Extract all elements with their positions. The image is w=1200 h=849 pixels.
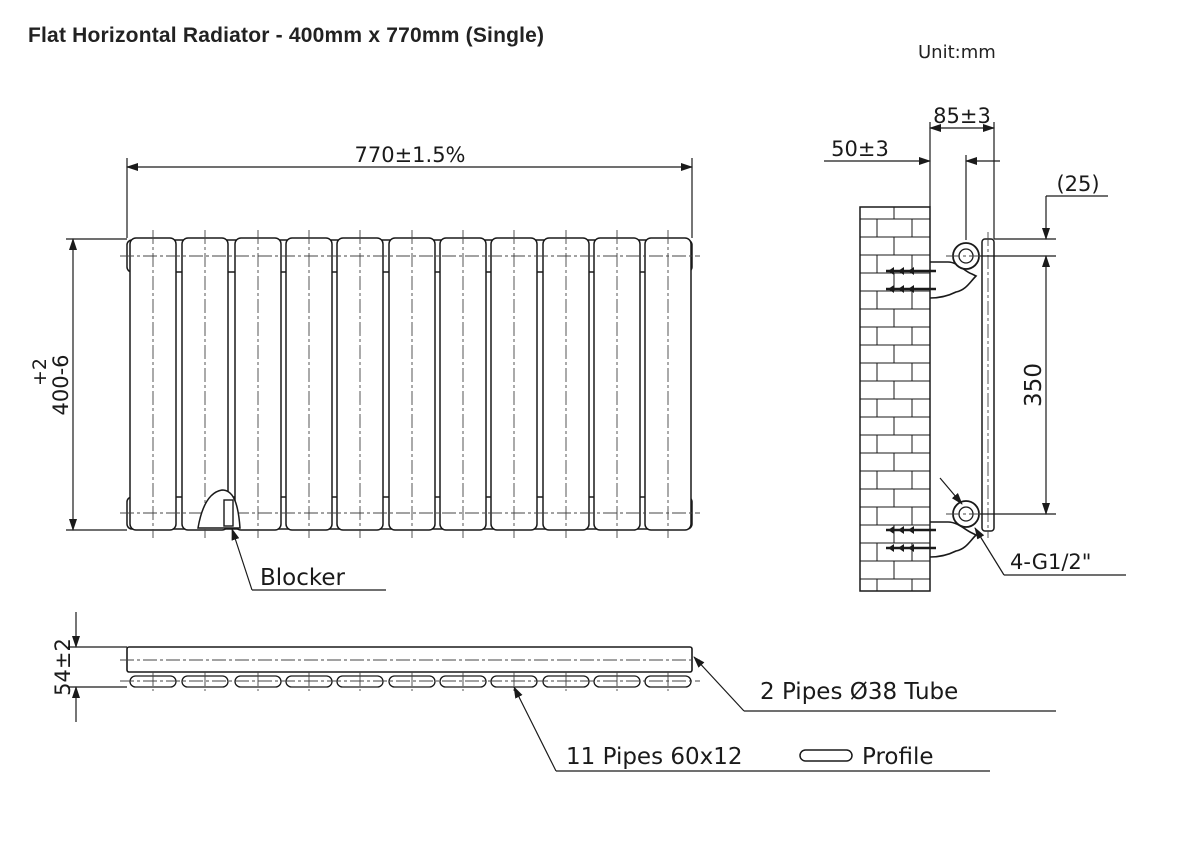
page-title: Flat Horizontal Radiator - 400mm x 770mm… (28, 24, 545, 47)
connection-leader-upper (939, 477, 963, 505)
blocker-label: Blocker (260, 565, 346, 591)
side-view: 85±3 50±3 (25) 350 4-G1/2" (824, 104, 1126, 592)
height-dimension-text: 400-6 (49, 354, 73, 415)
profile-tubes (120, 672, 700, 691)
centres-dimension-text: 350 (1021, 363, 1047, 407)
bottom-pipe-section (946, 500, 990, 528)
offset-dimension-text: (25) (1056, 172, 1099, 196)
width-dimension-text: 770±1.5% (354, 143, 465, 167)
front-view: 770±1.5% +2 400-6 (29, 143, 700, 591)
depth-dimension-text: 85±3 (933, 104, 991, 128)
profile-label-end: Profile (862, 744, 934, 770)
top-depth-dimension-text: 54±2 (51, 638, 75, 696)
blocker-leader (231, 528, 253, 591)
connection-label: 4-G1/2" (1010, 550, 1091, 574)
top-view: 54±2 (51, 612, 1056, 772)
wall-fixings (886, 267, 936, 552)
pipes-label: 2 Pipes Ø38 Tube (760, 679, 958, 705)
wall-gap-dimension-text: 50±3 (831, 137, 889, 161)
profile-label-start: 11 Pipes 60x12 (566, 744, 743, 770)
unit-label: Unit:mm (918, 42, 996, 63)
connection-leader-lower (974, 527, 1005, 576)
profile-symbol-icon (799, 749, 853, 762)
blocker-detail (197, 489, 241, 529)
top-pipe-section (946, 242, 990, 270)
height-tolerance-text: +2 (29, 358, 51, 386)
profile-leader (513, 686, 557, 772)
brick-wall (859, 206, 931, 592)
header-tube-top-view (126, 646, 693, 673)
pipes-leader (693, 656, 745, 712)
